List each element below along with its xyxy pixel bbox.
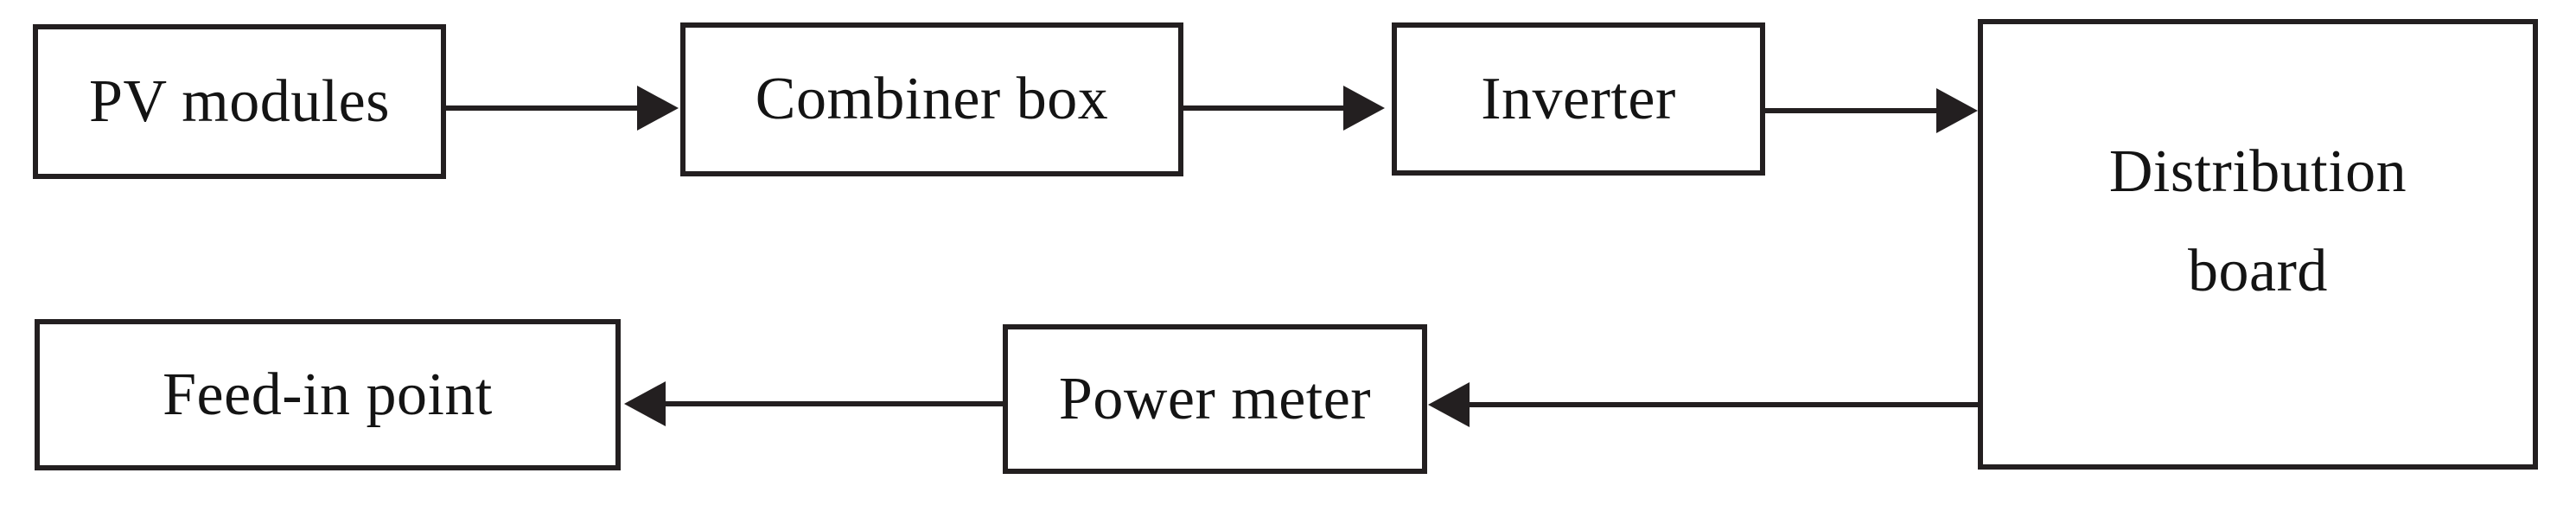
node-label-feed-in-point: Feed-in point [163, 361, 493, 428]
arrow-inverter-to-distribution [1765, 88, 1978, 133]
node-label-distribution-board: Distribution board [2109, 123, 2407, 322]
node-feed-in-point: Feed-in point [35, 319, 621, 470]
arrow-combiner-to-inverter [1183, 86, 1385, 131]
node-label-combiner-box: Combiner box [755, 66, 1109, 133]
node-pv-modules: PV modules [33, 24, 446, 179]
node-inverter: Inverter [1392, 22, 1765, 176]
node-distribution-board: Distribution board [1978, 19, 2538, 470]
arrowhead-left-icon [1428, 382, 1470, 427]
arrow-pv-to-combiner [446, 86, 679, 131]
node-combiner-box: Combiner box [680, 22, 1183, 176]
arrow-distribution-to-power-meter [1428, 382, 1978, 427]
arrowhead-right-icon [1343, 86, 1385, 131]
arrowhead-left-icon [624, 381, 666, 426]
node-label-distribution-line1: Distribution [2108, 137, 2407, 205]
arrowhead-right-icon [637, 86, 679, 131]
node-power-meter: Power meter [1003, 324, 1427, 474]
node-label-power-meter: Power meter [1058, 365, 1372, 432]
arrow-power-meter-to-feed-in [624, 381, 1003, 426]
node-label-distribution-line2: board [2188, 237, 2328, 304]
node-label-inverter: Inverter [1481, 65, 1676, 132]
node-label-pv-modules: PV modules [89, 67, 390, 135]
arrowhead-right-icon [1936, 88, 1978, 133]
